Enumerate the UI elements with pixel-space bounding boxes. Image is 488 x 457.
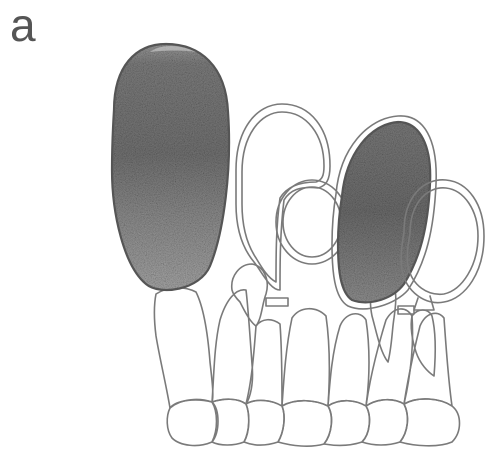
- spore-round-right-neck: [414, 296, 434, 310]
- stalk-cell-2: [212, 290, 253, 404]
- base-cell-3: [244, 400, 284, 445]
- stalk-cell-4: [282, 309, 329, 406]
- spore-left: [112, 44, 229, 290]
- base-cell-5: [324, 401, 369, 446]
- spore-right: [332, 116, 436, 309]
- base-cells: [167, 399, 459, 446]
- base-cell-4: [278, 401, 331, 446]
- stalk-cell-5: [328, 314, 369, 406]
- base-cell-6: [362, 400, 407, 445]
- base-cell-1: [167, 400, 218, 445]
- stalk-cell-1: [155, 288, 213, 408]
- connector-1: [266, 298, 288, 306]
- spore-left-body: [112, 44, 229, 290]
